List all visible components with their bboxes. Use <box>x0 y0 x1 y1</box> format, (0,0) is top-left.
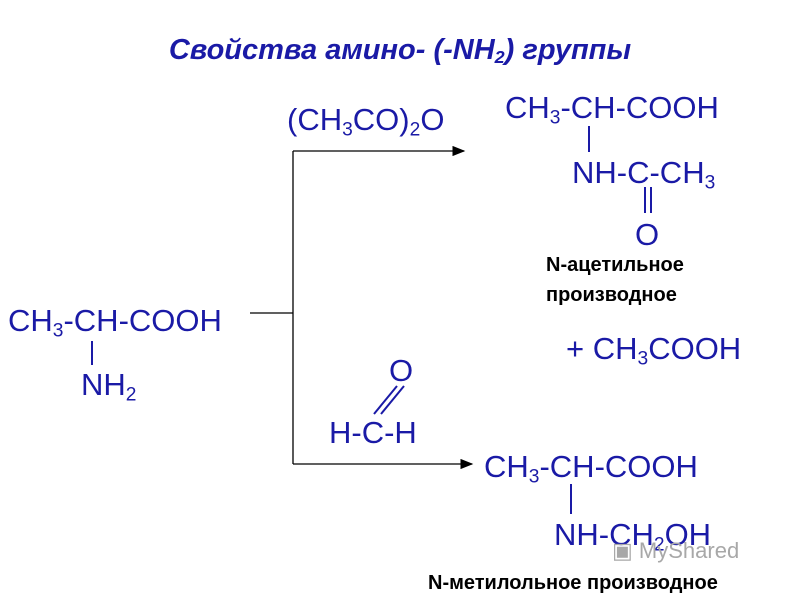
watermark-text: MyShared <box>638 538 740 563</box>
watermark-icon: ▣ <box>612 538 633 563</box>
product-top-chain: -CH-COOH <box>560 90 719 125</box>
reactant-formula: CH3-CH-COOH <box>8 303 222 340</box>
product-top-caption-line2: производное <box>546 284 677 306</box>
product-bottom-methylol-group: NH-CH2OH <box>554 517 712 554</box>
reactant-nh-sub: 2 <box>125 384 137 406</box>
reactant-nh: NH <box>81 367 126 402</box>
product-top-sub3: 3 <box>549 107 561 129</box>
product-top-formula: CH3-CH-COOH <box>505 90 719 127</box>
product-top-carbonyl-oxygen: O <box>635 217 660 252</box>
product-top-ch: CH <box>505 90 550 125</box>
product-bottom-ch: CH <box>484 449 529 484</box>
byproduct-acetic-acid: + CH3COOH <box>566 331 742 368</box>
product-bottom-sub3: 3 <box>528 466 540 488</box>
reagent-top-sub2: 2 <box>409 119 421 141</box>
product-bottom-methylol-part2: OH <box>664 517 712 552</box>
title-subscript: 2 <box>494 46 505 67</box>
reactant-ch: CH <box>8 303 53 338</box>
reagent-top-part3: O <box>420 102 445 137</box>
byproduct-part1: + CH <box>566 331 638 366</box>
product-bottom-formula: CH3-CH-COOH <box>484 449 698 486</box>
reagent-acetic-anhydride: (CH3CO)2O <box>287 102 445 139</box>
product-top-acetyl-text: NH-C-CH <box>572 155 705 190</box>
reagent-top-part2: CO) <box>352 102 410 137</box>
reagent-formaldehyde-oxygen: O <box>389 353 414 388</box>
byproduct-sub: 3 <box>637 348 649 370</box>
reagent-top-part1: (CH <box>287 102 343 137</box>
reagent-top-sub1: 3 <box>342 119 353 141</box>
formaldehyde-double-bond-right <box>380 385 405 415</box>
title-text-pre: Свойства амино- (-NH <box>168 34 495 66</box>
product-top-acetyl-sub: 3 <box>704 172 716 194</box>
product-top-acetyl-group: NH-C-CH3 <box>572 155 715 192</box>
reactant-chain: -CH-COOH <box>63 303 222 338</box>
product-bottom-methylol-sub: 2 <box>653 534 665 556</box>
reactant-amine-group: NH2 <box>81 367 136 404</box>
product-top-caption: N-ацетильное производное <box>546 250 684 310</box>
product-bottom-caption: N-метилольное производное <box>428 572 718 594</box>
reagent-formaldehyde: H-C-H <box>329 415 417 450</box>
watermark-logo: ▣ MyShared <box>612 538 739 564</box>
reactant-sub-3: 3 <box>52 320 64 342</box>
byproduct-part2: COOH <box>648 331 742 366</box>
page-title: Свойства амино- (-NH2) группы <box>0 34 800 67</box>
product-bottom-methylol-part1: NH-CH <box>554 517 654 552</box>
product-top-caption-line1: N-ацетильное <box>546 254 684 276</box>
title-text-post: ) группы <box>504 34 632 66</box>
formaldehyde-double-bond-left <box>373 385 398 415</box>
product-bottom-chain: -CH-COOH <box>539 449 698 484</box>
